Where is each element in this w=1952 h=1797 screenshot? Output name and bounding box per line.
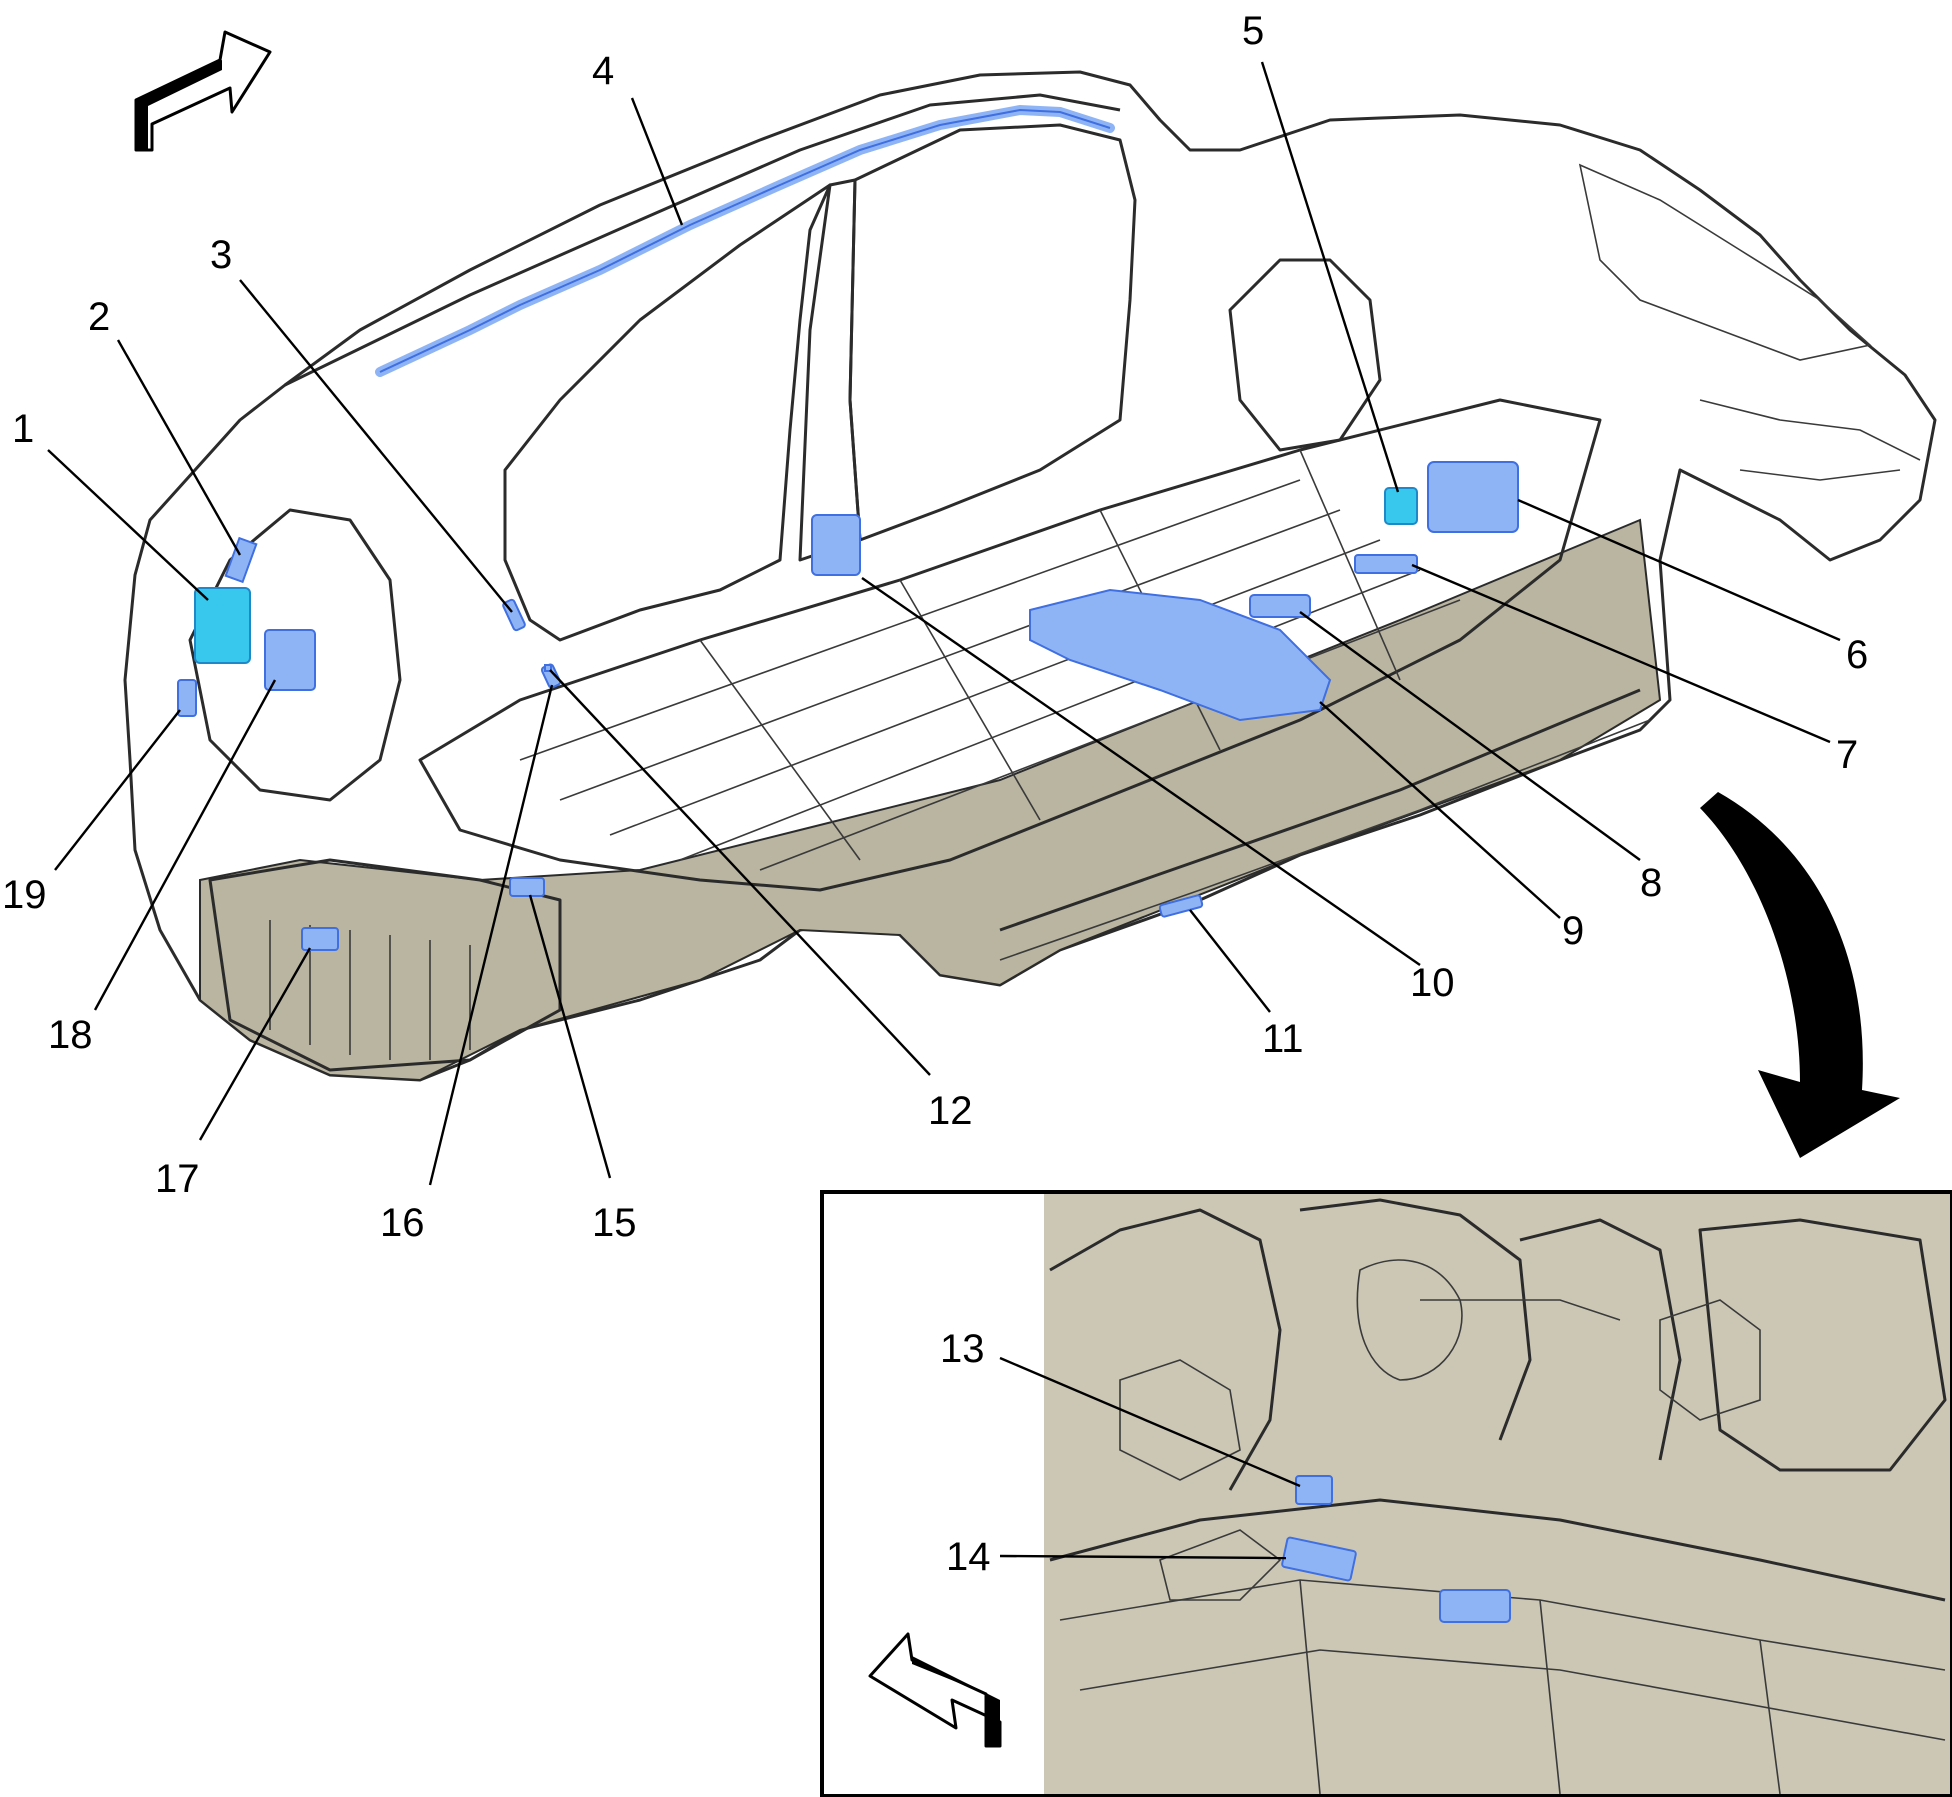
leader-15 — [528, 894, 612, 1179]
rear-end-panel — [208, 858, 562, 1072]
windshield-frame — [1578, 163, 1872, 361]
component-14-secondary[interactable] — [1439, 1589, 1511, 1623]
roof-rail — [284, 93, 1121, 387]
callout-10: 10 — [1410, 961, 1455, 1005]
front-wheelhouse — [1228, 258, 1382, 452]
rear-side-window — [503, 183, 832, 642]
component-17[interactable] — [301, 927, 339, 951]
leader-18 — [93, 679, 277, 1011]
callout-7: 7 — [1836, 733, 1858, 777]
callout-5: 5 — [1242, 9, 1264, 53]
callout-8: 8 — [1640, 861, 1662, 905]
leader-1 — [47, 449, 209, 601]
leader-13 — [999, 1356, 1301, 1488]
component-8[interactable] — [1249, 594, 1311, 618]
leader-7 — [1411, 563, 1831, 744]
inset-structure — [1049, 1198, 1947, 1795]
callout-9: 9 — [1562, 909, 1584, 953]
component-10[interactable] — [811, 514, 861, 576]
component-7[interactable] — [1354, 554, 1418, 574]
callout-2: 2 — [88, 295, 110, 339]
leader-4 — [630, 97, 684, 226]
inset-detail-view: 13 14 — [820, 1190, 1952, 1797]
leader-9 — [1319, 701, 1561, 919]
inset-direction-arrow-icon — [868, 1632, 1002, 1748]
detail-view-curved-arrow-icon — [1700, 792, 1900, 1158]
inset-image-area — [1044, 1194, 1950, 1794]
callout-1: 1 — [12, 407, 34, 451]
component-12[interactable] — [544, 664, 552, 672]
component-14[interactable] — [1281, 1536, 1357, 1582]
leader-14 — [999, 1554, 1287, 1560]
leader-11 — [1189, 909, 1271, 1013]
callout-11: 11 — [1262, 1017, 1304, 1061]
component-9[interactable] — [1029, 588, 1332, 722]
callout-6: 6 — [1846, 633, 1868, 677]
callout-3: 3 — [210, 233, 232, 277]
callout-labels: 1 2 3 4 5 6 7 8 9 10 11 12 15 16 17 18 1… — [2, 9, 1868, 1245]
component-6[interactable] — [1427, 461, 1519, 533]
component-15[interactable] — [509, 877, 545, 897]
highlighted-components — [177, 104, 1519, 951]
floor-pan — [418, 398, 1602, 892]
component-13[interactable] — [1295, 1475, 1333, 1505]
callout-15: 15 — [592, 1201, 637, 1245]
callout-17: 17 — [155, 1157, 200, 1201]
leader-17 — [198, 947, 312, 1141]
leader-5 — [1260, 61, 1400, 493]
component-19[interactable] — [177, 679, 197, 717]
leader-10 — [861, 577, 1421, 966]
floor-ribs — [519, 449, 1461, 871]
callout-12: 12 — [928, 1089, 973, 1133]
component-2[interactable] — [224, 536, 258, 584]
component-1-rear-module[interactable] — [194, 587, 251, 664]
component-11[interactable] — [1158, 894, 1204, 918]
forward-direction-arrow-icon — [134, 30, 272, 152]
rocker-sill-lower — [999, 719, 1651, 961]
front-side-window — [848, 123, 1137, 542]
component-5[interactable] — [1384, 487, 1418, 525]
rear-panel-ribs — [269, 920, 471, 1060]
callout-16: 16 — [380, 1201, 425, 1245]
front-structure — [1699, 399, 1921, 481]
leader-3 — [239, 279, 513, 613]
rocker-sill — [999, 688, 1641, 932]
leader-6 — [1517, 498, 1841, 642]
vehicle-body-structure — [123, 70, 1937, 1082]
leader-19 — [54, 709, 181, 871]
leader-2 — [116, 339, 242, 556]
leader-12 — [549, 669, 931, 1076]
callout-14: 14 — [946, 1535, 991, 1579]
callout-18: 18 — [48, 1013, 93, 1057]
rear-wheelhouse — [188, 508, 402, 802]
component-18[interactable] — [264, 629, 316, 691]
callout-13: 13 — [940, 1327, 985, 1371]
leader-lines — [47, 61, 1841, 1186]
leader-16 — [428, 684, 554, 1186]
leader-8 — [1299, 611, 1641, 861]
callout-4: 4 — [592, 49, 614, 93]
callout-19: 19 — [2, 873, 47, 917]
